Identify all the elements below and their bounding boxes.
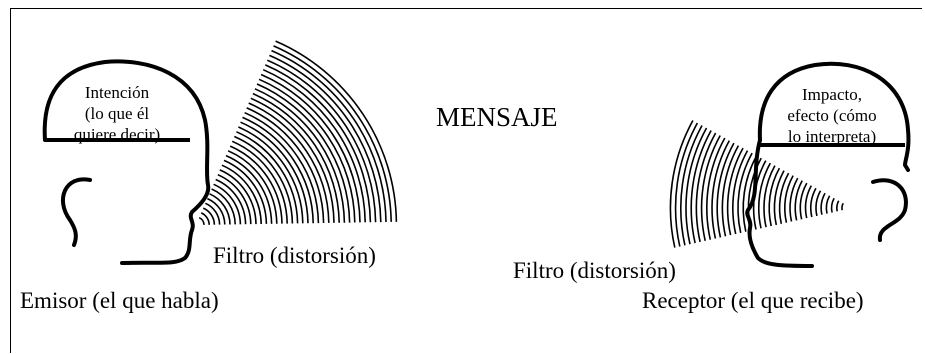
receptor-wave-arc [794, 180, 803, 221]
emisor-wave-arc [205, 202, 221, 225]
receptor-wave-arc [757, 162, 772, 229]
emisor-wave-arc [233, 135, 294, 224]
emisor-wave-arc [260, 73, 361, 223]
emisor-caption: Emisor (el que habla) [20, 288, 219, 313]
receptor-impact-line-2: efecto (cómo [787, 106, 877, 125]
emisor-wave-arc [217, 173, 252, 225]
emisor-wave-arc [269, 54, 382, 223]
receptor-wave-arc [784, 175, 794, 223]
receptor-filter-label: Filtro (distorsión) [513, 258, 676, 283]
emisor-intention-line-2: (lo que él [84, 104, 150, 123]
emisor-wave-arc [225, 154, 273, 224]
receptor-wave-arc [685, 127, 708, 245]
receptor-wave-arc [706, 137, 726, 240]
emisor-wave-arc [200, 212, 210, 225]
receptor-wave-arc [752, 160, 767, 230]
emisor-wave-arc [238, 126, 304, 224]
receptor-wave-arc [830, 197, 835, 213]
receptor-wave-arc [669, 120, 694, 248]
emisor-wave-arc [221, 164, 262, 225]
emisor-wave-arc [209, 193, 231, 225]
receptor-caption: Receptor (el que recibe) [642, 288, 864, 313]
receptor-wave-arc [695, 132, 717, 243]
emisor-wave-arc [202, 207, 216, 225]
emisor-wave-arc [273, 45, 392, 222]
receptor-wave-arc [810, 187, 817, 218]
receptor-wave-arc [716, 142, 735, 238]
emisor-wave-arc [240, 121, 309, 224]
receptor-wave-arc [747, 157, 762, 231]
receptor-wave-arc [789, 177, 799, 222]
emisor-wave-arc [231, 140, 288, 224]
emisor-head-outline [42, 59, 211, 265]
emisor-wave-arc [262, 68, 366, 223]
emisor-wave-arc [215, 178, 247, 225]
receptor-wave-arc [773, 170, 785, 226]
emisor-ear [60, 177, 92, 247]
emisor-wave-arc [271, 49, 387, 223]
receptor-wave-arc [726, 147, 744, 236]
receptor-wave-arc [690, 130, 712, 244]
receptor-wave-arc [737, 152, 753, 234]
emisor-wave-arc [198, 216, 205, 226]
emisor-wave-arc [258, 78, 356, 223]
receptor-wave-arc [799, 182, 808, 220]
emisor-wave-arc [246, 107, 325, 224]
emisor-intention-text: Intención (lo que él quiere decir) [52, 82, 182, 145]
emisor-wave-arc [266, 59, 377, 223]
receptor-wave-arc [815, 190, 822, 217]
receptor-speech-waves [669, 120, 844, 248]
receptor-impact-text: Impacto, efecto (cómo lo interpreta) [762, 84, 902, 147]
receptor-wave-arc [721, 145, 740, 237]
emisor-intention-line-3: quiere decir) [73, 125, 161, 144]
receptor-wave-arc [742, 155, 758, 232]
receptor-wave-arc [841, 202, 844, 211]
receptor-impact-line-1: Impacto, [802, 85, 862, 104]
emisor-wave-arc [211, 188, 236, 225]
emisor-wave-arc [256, 83, 351, 223]
emisor-wave-arc [275, 40, 398, 222]
receptor-wave-arc [732, 150, 749, 235]
frame-top-border [10, 8, 922, 9]
emisor-wave-arc [213, 183, 242, 225]
emisor-intention-line-1: Intención [84, 83, 150, 102]
emisor-wave-arc [219, 169, 257, 225]
emisor-wave-arc [242, 116, 314, 224]
receptor-wave-arc [820, 192, 826, 215]
receptor-wave-arc [778, 172, 790, 224]
receptor-wave-arc [836, 200, 840, 212]
receptor-wave-arc [674, 122, 699, 247]
receptor-wave-arc [825, 195, 831, 214]
receptor-wave-arc [763, 165, 776, 228]
emisor-wave-arc [252, 92, 340, 223]
receptor-ear [871, 178, 908, 242]
emisor-wave-arc [227, 150, 278, 224]
emisor-speech-waves [198, 40, 398, 226]
emisor-wave-arc [250, 97, 335, 223]
emisor-filter-label: Filtro (distorsión) [213, 243, 376, 268]
emisor-wave-arc [236, 131, 299, 224]
receptor-wave-arc [700, 135, 721, 241]
emisor-wave-arc [264, 64, 372, 223]
emisor-wave-arc [254, 88, 346, 223]
frame-left-border [10, 8, 11, 353]
receptor-wave-arc [680, 125, 703, 246]
emisor-wave-arc [223, 159, 268, 224]
receptor-wave-arc [804, 185, 813, 219]
emisor-wave-arc [244, 111, 320, 224]
emisor-wave-arc [248, 102, 330, 223]
receptor-impact-line-3: lo interpreta) [787, 127, 877, 146]
message-title: MENSAJE [436, 102, 558, 132]
receptor-wave-arc [768, 167, 781, 227]
receptor-wave-arc [711, 140, 731, 239]
emisor-wave-arc [229, 145, 283, 224]
emisor-wave-arc [207, 197, 226, 225]
receptor-head-outline [757, 61, 911, 172]
